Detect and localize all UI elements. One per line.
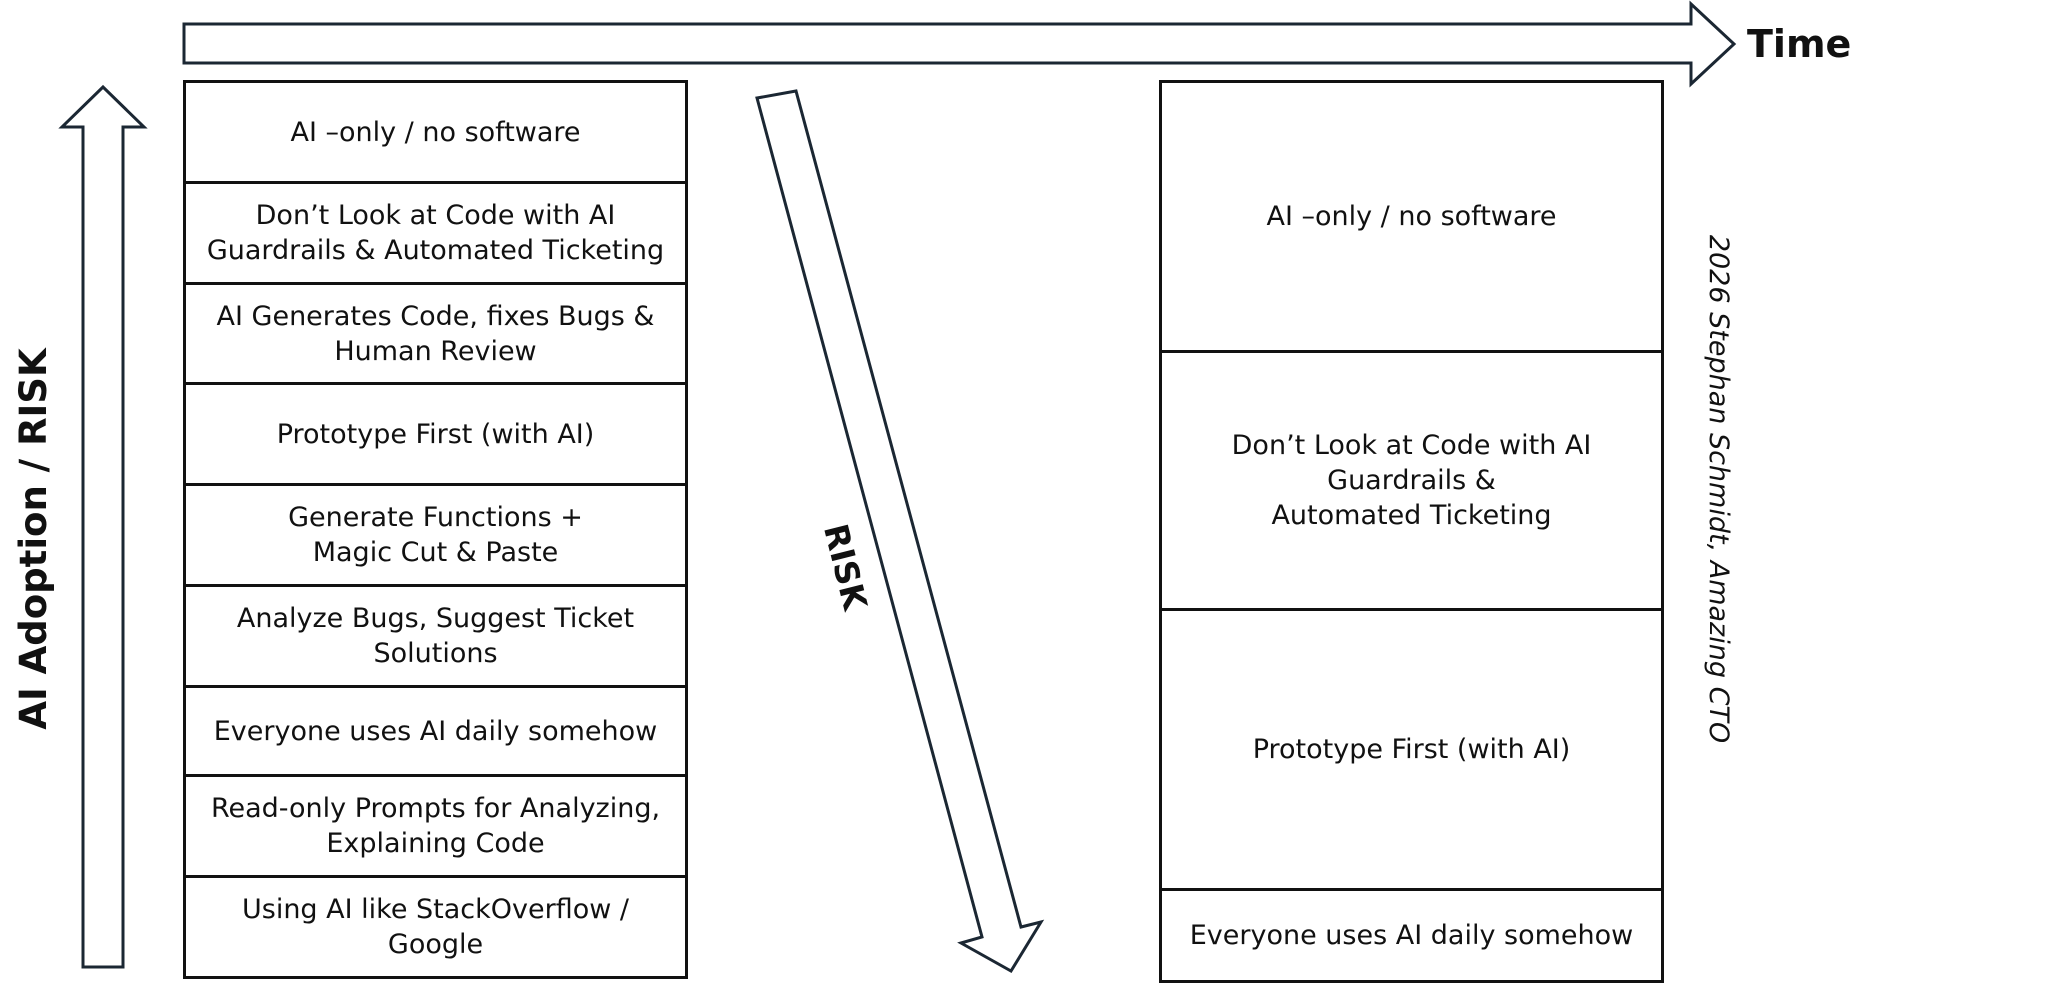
right-stage-label: Prototype First (with AI)	[1252, 734, 1571, 765]
left-stage-everyone-uses-ai: Everyone uses AI daily somehow	[183, 685, 688, 777]
left-stage-label: Using AI like StackOverflow / Google	[241, 894, 630, 960]
time-arrow	[182, 0, 1737, 88]
left-stage-label: Everyone uses AI daily somehow	[213, 715, 658, 747]
time-label: Time	[1747, 22, 1852, 66]
left-stage-label: AI –only / no software	[290, 116, 581, 148]
left-stage-prototype-first: Prototype First (with AI)	[183, 382, 688, 486]
right-stage-label: AI –only / no software	[1266, 201, 1557, 232]
right-stage-label: Don’t Look at Code with AI Guardrails & …	[1231, 430, 1592, 531]
left-stage-analyze-bugs: Analyze Bugs, Suggest Ticket Solutions	[183, 584, 688, 688]
right-stage-label: Everyone uses AI daily somehow	[1189, 920, 1634, 951]
left-stage-label: Generate Functions + Magic Cut & Paste	[288, 502, 583, 568]
left-stage-read-only-prompts: Read-only Prompts for Analyzing, Explain…	[183, 774, 688, 878]
left-stage-generate-functions: Generate Functions + Magic Cut & Paste	[183, 483, 688, 587]
ai-adoption-risk-label: AI Adoption / RISK	[12, 348, 55, 730]
right-stage-dont-look-at-code: Don’t Look at Code with AI Guardrails & …	[1159, 350, 1664, 611]
right-stage-everyone-uses-ai: Everyone uses AI daily somehow	[1159, 888, 1664, 983]
left-stage-dont-look-at-code: Don’t Look at Code with AI Guardrails & …	[183, 181, 688, 285]
left-stage-label: Don’t Look at Code with AI Guardrails & …	[206, 200, 665, 266]
left-stage-ai-only: AI –only / no software	[183, 80, 688, 184]
left-stage-label: AI Generates Code, fixes Bugs & Human Re…	[216, 300, 655, 367]
credit-label: 2026 Stephan Schmidt, Amazing CTO	[1703, 234, 1734, 744]
left-stage-stackoverflow: Using AI like StackOverflow / Google	[183, 875, 688, 979]
left-stage-label: Analyze Bugs, Suggest Ticket Solutions	[236, 603, 635, 669]
risk-arrow	[755, 89, 1045, 974]
right-stage-prototype-first: Prototype First (with AI)	[1159, 608, 1664, 891]
left-stage-ai-generates-code: AI Generates Code, fixes Bugs & Human Re…	[183, 282, 688, 385]
left-stage-label: Prototype First (with AI)	[276, 418, 595, 450]
right-stage-ai-only: AI –only / no software	[1159, 80, 1664, 353]
adoption-arrow	[58, 84, 148, 969]
left-stage-label: Read-only Prompts for Analyzing, Explain…	[210, 793, 661, 859]
